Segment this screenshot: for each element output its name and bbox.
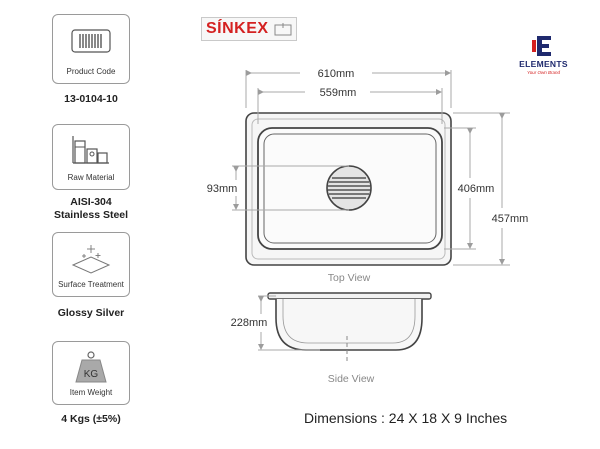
- surface-treatment-card: Surface Treatment: [52, 232, 130, 297]
- bowl-width-label: 559mm: [320, 87, 357, 99]
- sink-bowl-inner: [263, 133, 437, 244]
- elements-logo-mark: [532, 36, 551, 56]
- raw-material-card: Raw Material: [52, 124, 130, 190]
- raw-material-caption: Raw Material: [67, 173, 115, 182]
- brand-name: SÍNKEX: [206, 20, 269, 37]
- box-icon: [274, 23, 292, 36]
- brand-badge: SÍNKEX: [201, 17, 297, 41]
- overall-length-label: 457mm: [492, 213, 529, 225]
- sink-rim-inner: [251, 118, 446, 260]
- sink-side-view: [267, 292, 432, 362]
- elements-logo-tagline: Your Own Brand: [526, 70, 561, 75]
- item-weight-card: KG Item Weight: [52, 341, 130, 405]
- kg-weight-icon-text: KG: [83, 369, 99, 380]
- drain-grate: [326, 165, 372, 211]
- elements-logo: ELEMENTS Your Own Brand: [511, 32, 576, 80]
- top-view-label: Top View: [328, 272, 371, 284]
- surface-treatment-caption: Surface Treatment: [58, 280, 124, 289]
- elements-logo-name: ELEMENTS: [519, 59, 568, 69]
- drain-diameter-label: 93mm: [207, 183, 238, 195]
- item-weight-caption: Item Weight: [69, 388, 113, 397]
- raw-material-value-line1: AISI-304: [70, 196, 112, 208]
- overall-width-label: 610mm: [318, 68, 355, 80]
- raw-material-value-line2: Stainless Steel: [53, 209, 129, 221]
- bowl-length-label: 406mm: [458, 183, 495, 195]
- side-view-label: Side View: [328, 373, 375, 385]
- barcode-icon: [71, 29, 111, 53]
- kg-weight-icon: [75, 351, 107, 383]
- sparkle-surface-icon: [71, 245, 111, 274]
- factory-icon: [72, 136, 109, 164]
- surface-treatment-value: Glossy Silver: [57, 307, 125, 319]
- product-code-card: Product Code: [52, 14, 130, 84]
- depth-label: 228mm: [231, 317, 268, 329]
- product-code-caption: Product Code: [66, 67, 116, 76]
- item-weight-value: 4 Kgs (±5%): [61, 413, 121, 425]
- product-code-value: 13-0104-10: [64, 93, 118, 105]
- dimensions-footer: Dimensions : 24 X 18 X 9 Inches: [304, 410, 508, 426]
